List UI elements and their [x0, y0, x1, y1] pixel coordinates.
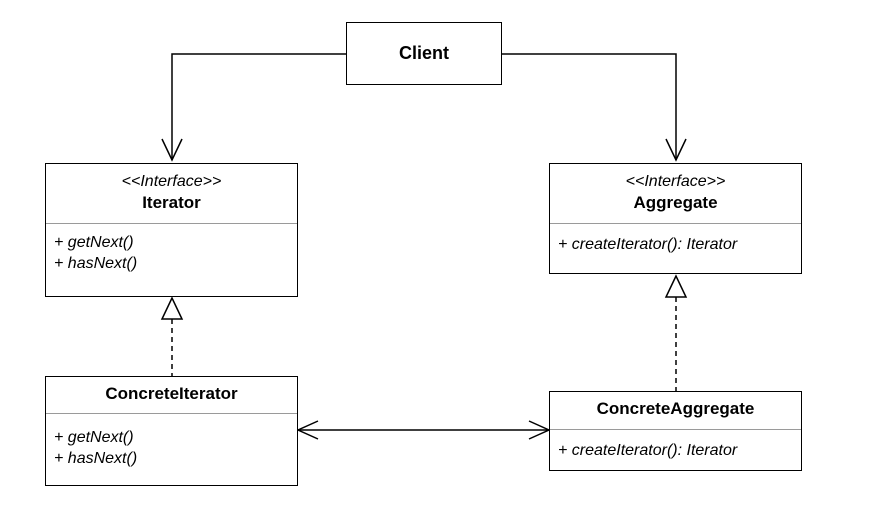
client-to-iterator-association	[161, 53, 346, 162]
iterator-header: <<Interface>> Iterator	[46, 164, 297, 213]
concreteaggregate-divider	[550, 429, 801, 430]
concreteaggregate-methods: + createIterator(): Iterator	[558, 440, 797, 461]
iterator-method: + getNext()	[54, 234, 134, 251]
client-class-box[interactable]: Client	[346, 22, 502, 85]
concreteiterator-name: ConcreteIterator	[105, 384, 238, 403]
hollow-triangle-icon	[664, 274, 688, 298]
concreteiterator-realizes-iterator	[160, 296, 184, 376]
client-name: Client	[398, 43, 449, 63]
iterator-interface-box[interactable]: <<Interface>> Iterator + getNext() + has…	[45, 163, 298, 297]
concreteaggregate-method: + createIterator(): Iterator	[558, 442, 738, 459]
iterator-stereotype: <<Interface>>	[121, 173, 222, 190]
concreteiterator-method: + getNext()	[54, 429, 134, 446]
open-arrowhead-icon	[161, 138, 183, 162]
iterator-method: + hasNext()	[54, 255, 138, 272]
aggregate-interface-box[interactable]: <<Interface>> Aggregate + createIterator…	[549, 163, 802, 274]
concreteaggregate-realizes-aggregate	[664, 274, 688, 391]
concreteiterator-method: + hasNext()	[54, 450, 138, 467]
concreteaggregate-class-box[interactable]: ConcreteAggregate + createIterator(): It…	[549, 391, 802, 471]
hollow-triangle-icon	[160, 296, 184, 320]
concreteiterator-header: ConcreteIterator	[46, 377, 297, 404]
open-arrowhead-icon	[665, 138, 687, 162]
aggregate-methods: + createIterator(): Iterator	[558, 234, 797, 255]
concreteiterator-class-box[interactable]: ConcreteIterator + getNext() + hasNext()	[45, 376, 298, 486]
concreteaggregate-header: ConcreteAggregate	[550, 392, 801, 419]
concreteiterator-divider	[46, 413, 297, 414]
concreteiterator-methods: + getNext() + hasNext()	[54, 427, 293, 469]
aggregate-stereotype: <<Interface>>	[625, 173, 726, 190]
aggregate-header: <<Interface>> Aggregate	[550, 164, 801, 213]
aggregate-divider	[550, 223, 801, 224]
open-arrowhead-icon	[296, 420, 319, 440]
iterator-divider	[46, 223, 297, 224]
client-to-aggregate-association	[502, 53, 687, 162]
concreteaggregate-name: ConcreteAggregate	[596, 399, 755, 418]
aggregate-name: Aggregate	[633, 193, 718, 212]
iterator-name: Iterator	[142, 193, 201, 212]
iterator-methods: + getNext() + hasNext()	[54, 232, 293, 274]
aggregate-method: + createIterator(): Iterator	[558, 236, 738, 253]
concrete-bidirectional-association	[296, 420, 551, 440]
